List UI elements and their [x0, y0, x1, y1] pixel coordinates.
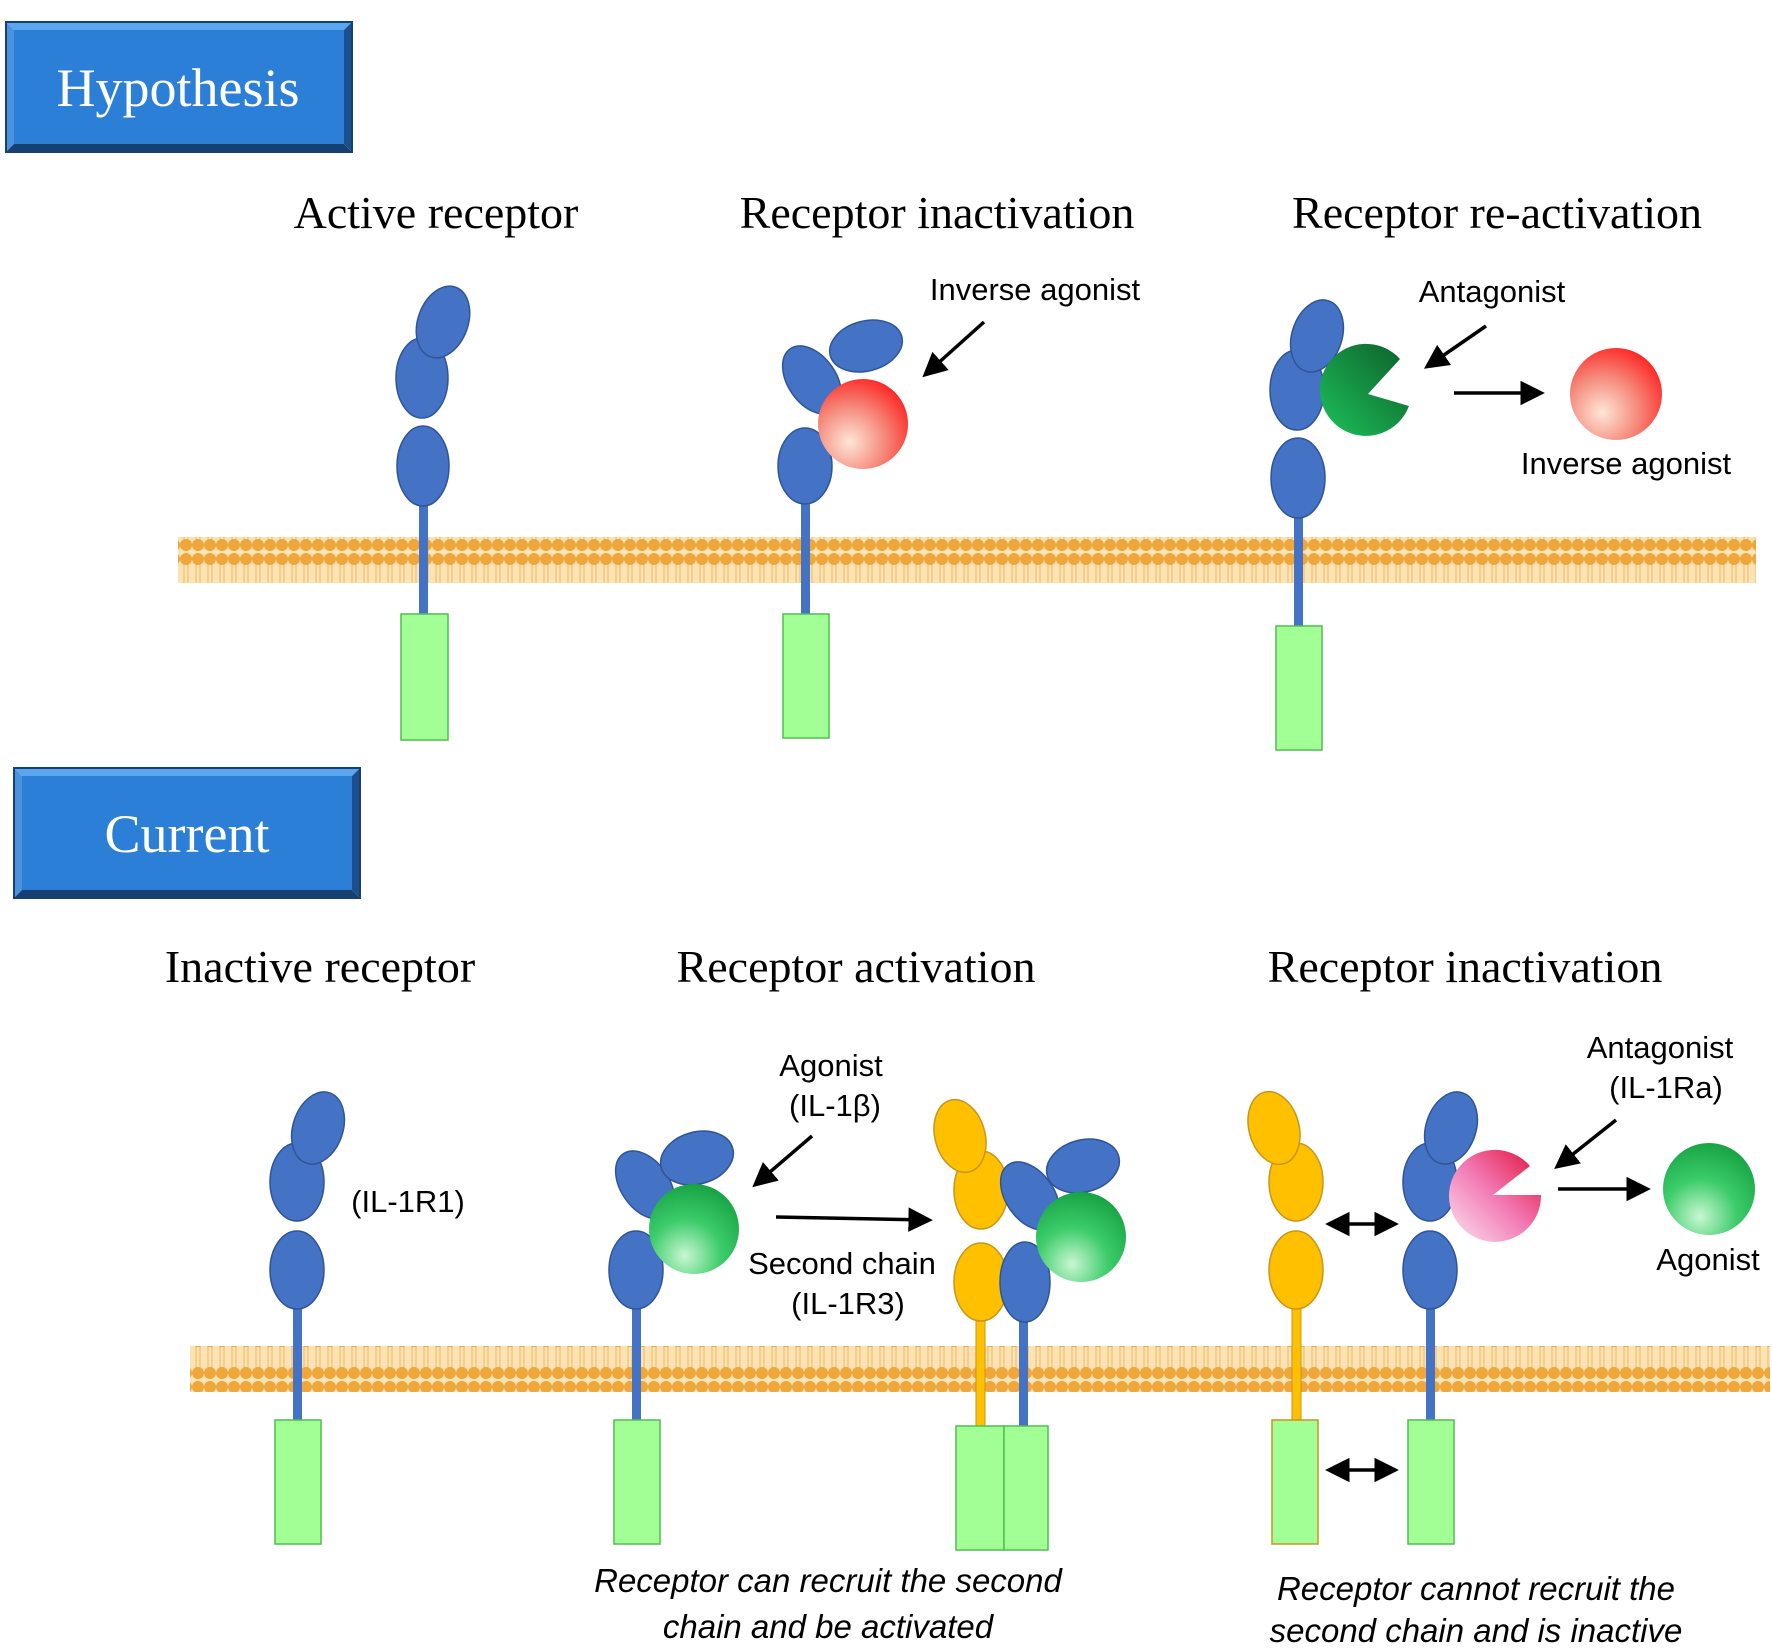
antagonist-arrow-hypothesis: [1423, 324, 1487, 369]
active-receptor: [395, 285, 471, 741]
title-receptor-inactivation-current: Receptor inactivation: [1268, 941, 1663, 992]
inverse-agonist-label-inactivation: Inverse agonist: [930, 272, 1141, 307]
il1r1-in-complex: [999, 1138, 1126, 1551]
il1r3-second-chain-bound: [933, 1098, 1009, 1551]
inactivated-receptor: [777, 319, 908, 739]
recruitment-arrow: [775, 1207, 933, 1232]
il1r1-agonist-bound: [608, 1130, 739, 1545]
current-banner-label: Current: [105, 804, 270, 864]
il1r3-free-second-chain: [1247, 1090, 1324, 1545]
second-chain-label-line2: (IL-1R3): [791, 1286, 905, 1321]
antagonist-label-current-line2: (IL-1Ra): [1609, 1070, 1723, 1105]
inverse-agonist-arrow: [922, 320, 986, 378]
antagonist-arrow-current: [1554, 1118, 1618, 1170]
agonist-label-line1: Agonist: [779, 1048, 883, 1083]
agonist-label-line2: (IL-1β): [789, 1088, 881, 1123]
il1r1-antagonist-bound: [1402, 1091, 1542, 1545]
agonist-ball-in-complex: [1036, 1192, 1126, 1282]
activation-caption-line2: chain and be activated: [663, 1608, 995, 1645]
il1r1-inactive-receptor: [269, 1091, 346, 1545]
agonist-label-released: Agonist: [1656, 1242, 1760, 1277]
hypothesis-banner: Hypothesis: [5, 21, 353, 153]
agonist-arrow: [752, 1134, 814, 1188]
inverse-agonist-ball: [818, 379, 908, 469]
antagonist-label-hypothesis: Antagonist: [1419, 274, 1566, 309]
cell-membrane-top: [178, 537, 1756, 583]
inactivation-caption-line1: Receptor cannot recruit the: [1277, 1570, 1675, 1607]
released-agonist-ball: [1663, 1143, 1755, 1235]
antagonist-pacman-pink: [1449, 1149, 1542, 1242]
agonist-ball-il1b: [649, 1184, 739, 1274]
antagonist-pacman-green: [1319, 343, 1409, 436]
second-chain-label-line1: Second chain: [748, 1246, 936, 1281]
title-receptor-activation: Receptor activation: [677, 941, 1036, 992]
title-inactive-receptor: Inactive receptor: [165, 941, 475, 992]
inverse-agonist-label-reactivation: Inverse agonist: [1521, 446, 1732, 481]
il1r1-label: (IL-1R1): [351, 1184, 465, 1219]
released-inverse-agonist-ball: [1570, 348, 1662, 440]
inactivation-caption-line2: second chain and is inactive: [1270, 1612, 1683, 1648]
title-receptor-reactivation: Receptor re-activation: [1292, 187, 1702, 238]
hypothesis-banner-label: Hypothesis: [57, 58, 300, 118]
title-active-receptor: Active receptor: [294, 187, 579, 238]
activation-caption-line1: Receptor can recruit the second: [594, 1562, 1063, 1599]
reactivated-receptor: [1269, 299, 1409, 751]
current-banner: Current: [13, 767, 361, 899]
antagonist-label-current-line1: Antagonist: [1587, 1030, 1734, 1065]
title-receptor-inactivation-hypothesis: Receptor inactivation: [740, 187, 1135, 238]
